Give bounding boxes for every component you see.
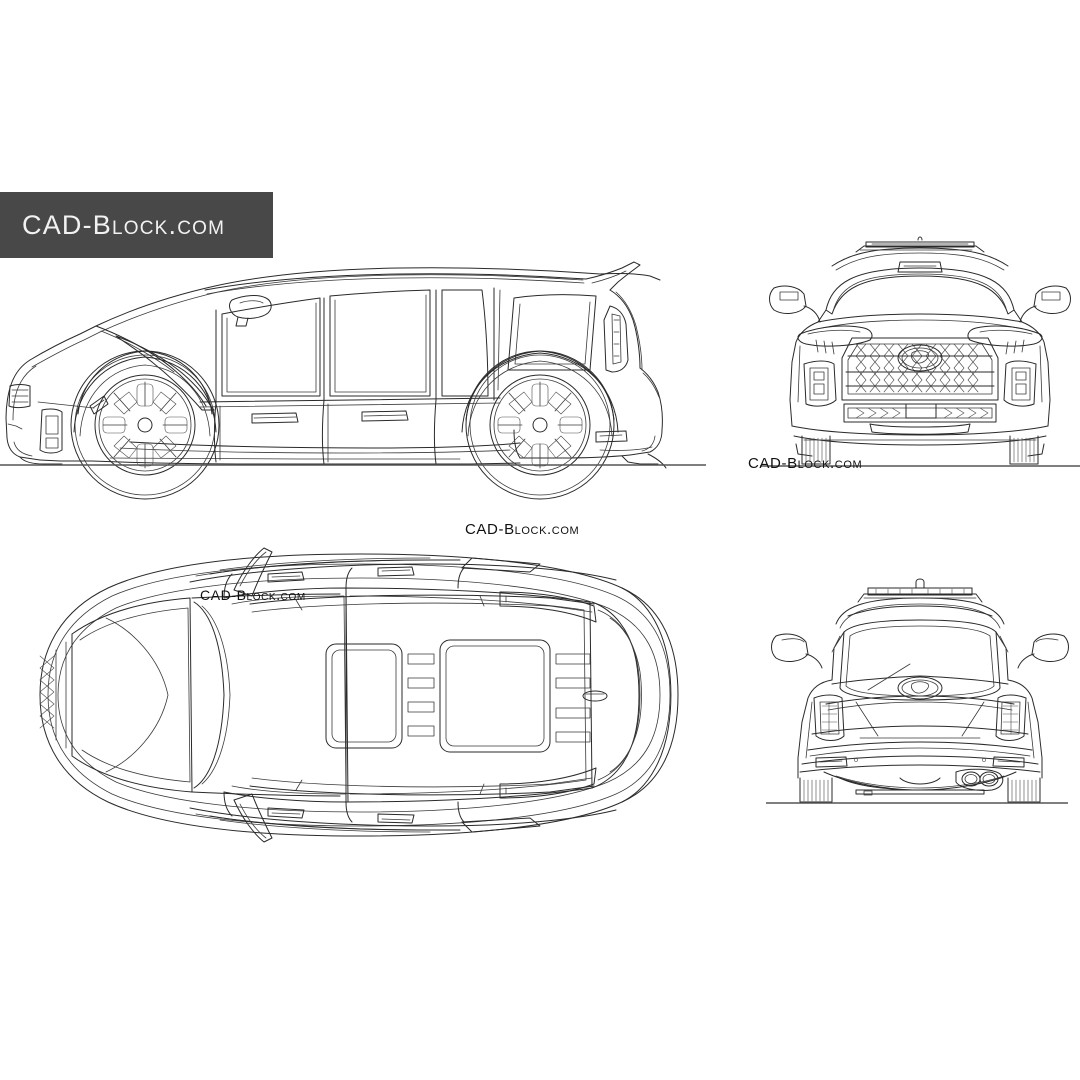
roof-ribs bbox=[407, 653, 591, 743]
door-handle-top-fr bbox=[268, 808, 304, 818]
front-mirrors bbox=[770, 286, 1071, 322]
rear-roof bbox=[836, 579, 1004, 628]
sunroof-rear bbox=[440, 640, 550, 752]
top-windshield-and-roof bbox=[224, 588, 607, 802]
front-fog-lamps bbox=[804, 361, 1036, 406]
front-lower-intake bbox=[844, 404, 996, 434]
door-handle-front bbox=[252, 413, 298, 423]
front-wheels bbox=[802, 436, 1038, 464]
watermark-banner-label: CAD-Block.com bbox=[22, 209, 226, 240]
top-hood-and-front bbox=[39, 594, 340, 796]
top-rear bbox=[500, 588, 671, 802]
watermark-top-view: CAD-Block.com bbox=[200, 587, 306, 603]
watermark-banner: CAD-Block.com bbox=[0, 192, 273, 258]
door-handle-rear bbox=[362, 411, 408, 421]
front-body-outline bbox=[790, 314, 1050, 456]
hyundai-logo-front bbox=[898, 345, 942, 371]
side-doors bbox=[200, 398, 500, 464]
side-wheel-arches bbox=[38, 353, 618, 436]
rear-glass bbox=[832, 620, 1008, 700]
grille-mesh-pattern bbox=[855, 343, 979, 393]
top-doors-and-handles bbox=[190, 560, 616, 830]
side-windows bbox=[116, 288, 596, 410]
top-view bbox=[10, 530, 710, 860]
watermark-front-view: CAD-Block.com bbox=[748, 455, 863, 472]
rear-taillamps bbox=[814, 695, 1026, 767]
sunroof-front bbox=[326, 644, 402, 748]
top-mirrors bbox=[234, 548, 272, 842]
side-body-outline bbox=[6, 262, 666, 468]
side-rear-wheel bbox=[466, 351, 614, 499]
door-handle-top-fl bbox=[268, 572, 304, 582]
top-body-outline bbox=[40, 554, 678, 836]
front-headlamps bbox=[798, 326, 1042, 354]
door-handle-top-rl bbox=[378, 567, 414, 576]
side-view bbox=[0, 210, 706, 470]
rear-view bbox=[766, 572, 1080, 804]
side-mirror bbox=[230, 296, 272, 326]
side-headlamp bbox=[9, 385, 62, 454]
top-rocker-accents bbox=[210, 558, 540, 832]
watermark-center: CAD-Block.com bbox=[465, 521, 580, 538]
front-roof-and-glass bbox=[818, 237, 1022, 322]
rear-wheels bbox=[800, 778, 1040, 802]
rear-body-outline bbox=[798, 676, 1042, 795]
rear-exhaust bbox=[956, 769, 1003, 790]
front-grille bbox=[842, 338, 998, 400]
door-handle-top-rr bbox=[378, 814, 414, 823]
rear-emblem bbox=[898, 677, 942, 699]
side-taillamp bbox=[596, 306, 628, 442]
side-front-wheel bbox=[71, 351, 219, 499]
front-view bbox=[760, 222, 1080, 467]
rear-mirrors bbox=[772, 634, 1069, 668]
shark-fin-antenna bbox=[583, 691, 607, 701]
